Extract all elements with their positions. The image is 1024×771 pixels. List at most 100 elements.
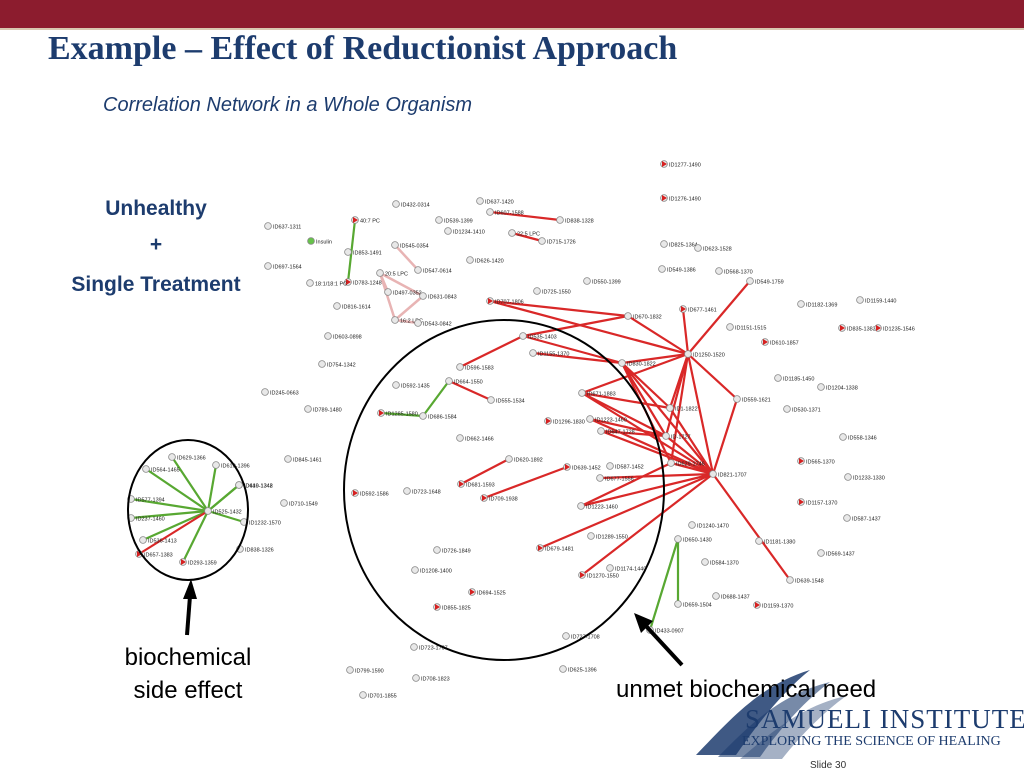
network-node: ID293-1359 — [179, 558, 217, 567]
network-node-label: ID662-1466 — [465, 437, 494, 443]
network-edge-positive — [686, 352, 715, 476]
network-node-dot — [486, 208, 494, 216]
slide-title: Example – Effect of Reductionist Approac… — [48, 30, 678, 67]
network-node-label: ID620-1892 — [514, 458, 543, 464]
network-node: ID677-1556 — [596, 474, 634, 483]
network-node: ID596-1583 — [456, 363, 494, 372]
network-edge-negative — [379, 411, 425, 418]
network-node: ID835-1383 — [838, 324, 876, 333]
network-node: ID723-1707 — [410, 643, 448, 652]
network-node-dot — [142, 465, 150, 473]
network-node-dot — [817, 549, 825, 557]
condition-label-line-2: + — [149, 233, 163, 256]
network-node: ID1174-1440 — [606, 564, 646, 573]
network-node-label: ID838-1328 — [565, 219, 594, 225]
network-node: ID1159-1440 — [856, 296, 896, 305]
network-node-label: ID535-1403 — [528, 335, 557, 341]
network-node-dot — [411, 566, 419, 574]
network-node-dot — [597, 427, 605, 435]
network-edge-positive — [681, 307, 690, 356]
network-node-label: ID569-1437 — [826, 552, 855, 558]
network-edge-positive — [580, 352, 690, 395]
network-node-label: ID237-1460 — [136, 517, 165, 523]
network-node: ID559-1621 — [733, 395, 771, 404]
network-node-dot — [586, 415, 594, 423]
network-node-dot — [684, 350, 692, 358]
network-node-label: ID855-1825 — [442, 606, 471, 612]
network-node-label: ID564-1465 — [151, 468, 180, 474]
logo-name: SAMUELI INSTITUTE — [745, 704, 1024, 734]
logo-tagline: EXPLORING THE SCIENCE OF HEALING — [742, 734, 1001, 749]
network-edge-positive — [668, 352, 690, 410]
network-node: Insulin — [307, 237, 332, 246]
network-node: 20:5 LPC — [376, 269, 408, 278]
network-node-dot — [346, 666, 354, 674]
network-node-marker — [459, 481, 464, 487]
condition-label-line-3: Single Treatment — [71, 273, 241, 296]
network-edge-positive — [686, 279, 752, 356]
network-node-label: ID1233-1330 — [853, 476, 885, 482]
network-node: ID1296-1830 — [544, 417, 585, 426]
network-node-dot — [204, 507, 212, 515]
network-node-label: ID545-0354 — [400, 244, 429, 250]
network-edge-positive — [620, 361, 672, 410]
network-node: ID558-1346 — [839, 433, 877, 442]
network-node-dot — [606, 564, 614, 572]
network-node-marker — [137, 551, 142, 557]
network-node: ID565-1370 — [797, 457, 835, 466]
network-node-label: ID568-1370 — [724, 270, 753, 276]
network-node: ID1234-1410 — [444, 227, 485, 236]
network-node-label: ID821-1707 — [718, 473, 747, 479]
network-node-label: ID1204-1338 — [826, 386, 858, 392]
network-node: ID821-1707 — [709, 470, 747, 479]
network-node: ID853-1491 — [344, 248, 382, 257]
network-node-dot — [391, 316, 399, 324]
network-node-label: ID547-0614 — [423, 269, 452, 275]
network-node: ID838-1328 — [556, 216, 594, 225]
network-node-label: ID433-0907 — [655, 629, 684, 635]
network-node-label: ID-1727 — [671, 435, 691, 441]
network-edge-positive — [579, 472, 715, 508]
network-node-label: ID530-1371 — [792, 408, 821, 414]
network-node: ID536-1413 — [139, 536, 177, 545]
network-node-label: ID725-1550 — [542, 290, 571, 296]
network-node-label: ID592-1586 — [360, 492, 389, 498]
network-node-label: ID1223-1460 — [595, 418, 627, 424]
annotation-side-effect-line-1: biochemical — [124, 644, 252, 671]
network-node-marker — [181, 559, 186, 565]
network-node-dot — [577, 502, 585, 510]
network-node: ID697-1564 — [264, 262, 302, 271]
network-node-label: ID1182-1369 — [806, 303, 837, 309]
network-node: ID1157-1370 — [797, 498, 837, 507]
network-edge-positive — [668, 406, 715, 476]
network-node: ID237-1460 — [127, 514, 165, 523]
network-edge-positive — [686, 352, 739, 401]
network-node: ID549-1386 — [658, 265, 696, 274]
network-node: ID1155-1370 — [529, 349, 569, 358]
network-node: ID664-1550 — [445, 377, 483, 386]
network-node-dot — [786, 576, 794, 584]
network-node-dot — [261, 388, 269, 396]
network-node-dot — [624, 312, 632, 320]
network-node: ID647-1728 — [597, 427, 635, 436]
network-node: ID694-1525 — [468, 588, 506, 597]
arrow-unmet-need — [634, 613, 684, 667]
network-node-label: ID1157-1370 — [806, 501, 837, 507]
network-node-dot — [701, 558, 709, 566]
network-node-label: ID686-1584 — [428, 415, 457, 421]
network-node: ID659-1504 — [674, 600, 712, 609]
network-node: ID1151-1515 — [726, 323, 766, 332]
network-node-dot — [235, 481, 243, 489]
network-node-dot — [264, 222, 272, 230]
network-node: ID1182-1369 — [797, 300, 837, 309]
samueli-logo-swoosh — [696, 670, 846, 759]
network-node-label: ID1174-1440 — [615, 567, 646, 573]
network-node-label: ID688-1437 — [721, 595, 750, 601]
network-node: ID845-1461 — [284, 455, 322, 464]
network-node-label: ID610-1857 — [770, 341, 799, 347]
network-node-label: ID625-1396 — [568, 668, 597, 674]
network-node: ID681-1593 — [457, 480, 495, 489]
network-edge-negative — [181, 509, 210, 564]
network-node: ID555-1534 — [487, 396, 525, 405]
